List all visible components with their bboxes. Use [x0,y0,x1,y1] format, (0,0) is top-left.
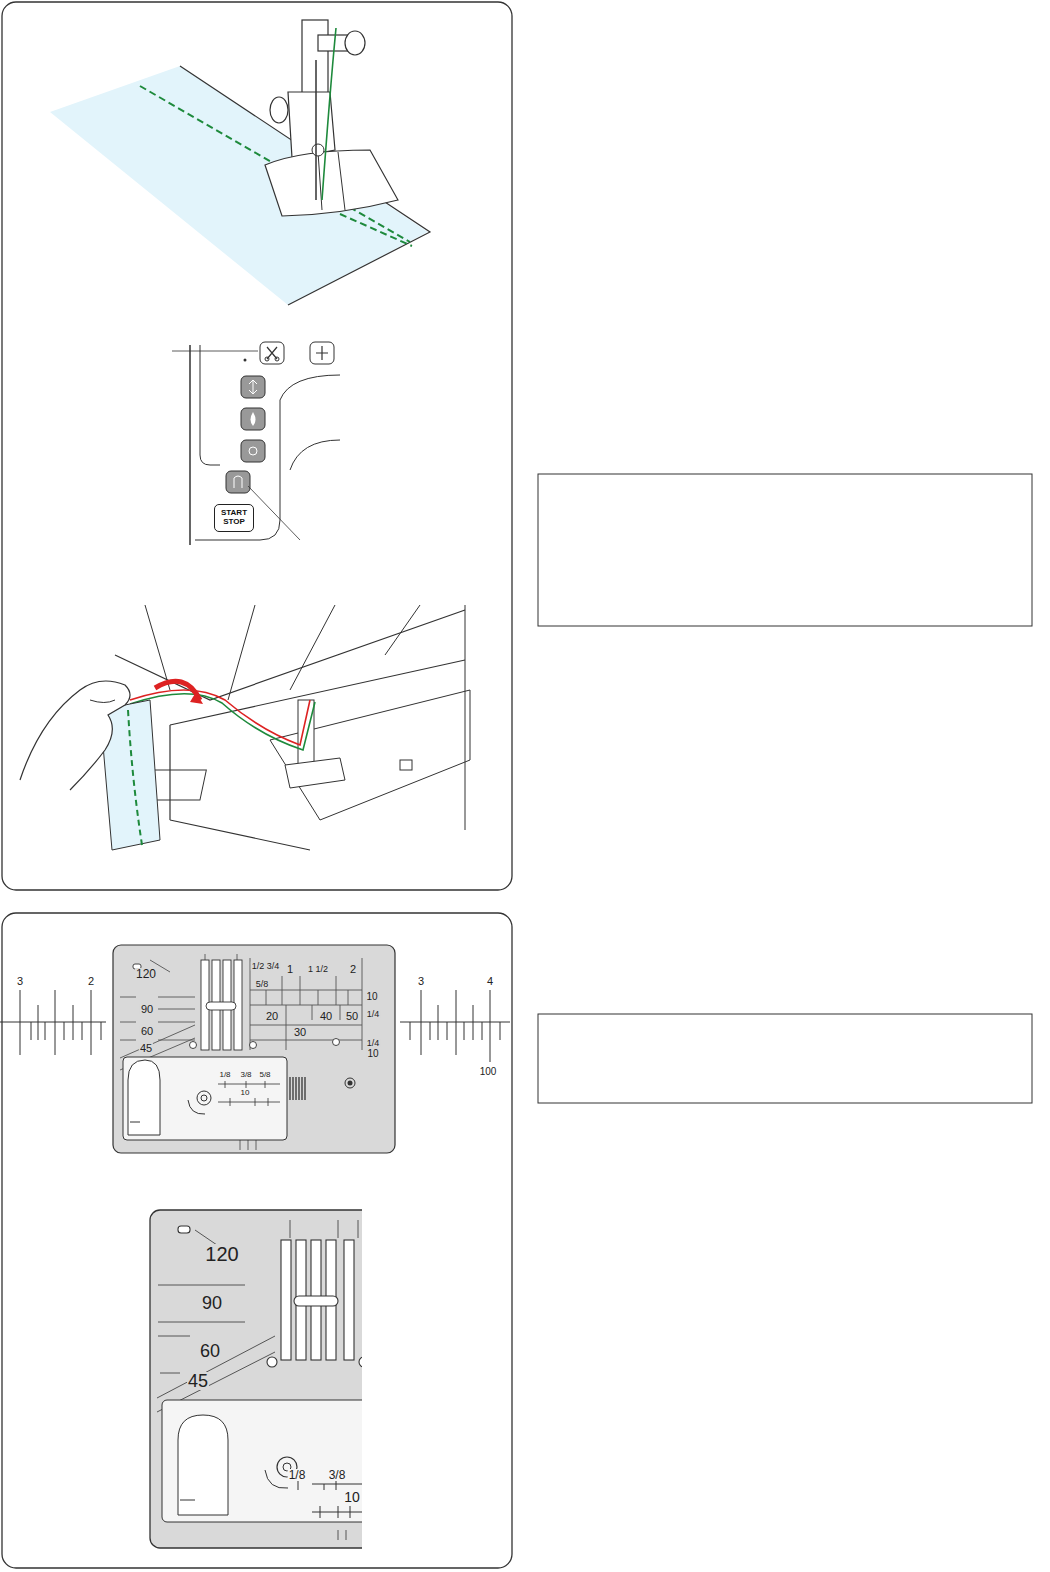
scale-label: 10 [366,1049,379,1059]
scale-label: 3/8 [328,1469,347,1481]
scale-label: 1 [286,964,294,975]
sewing-illustration [50,20,430,305]
scale-label: 1/8 [218,1071,231,1079]
scale-label: 2 [349,964,357,975]
scale-label: 1/4 [366,1039,381,1048]
panel-frame [2,913,512,1568]
scale-label: 45 [139,1043,153,1054]
scale-label: 20 [265,1011,279,1022]
start-stop-button: START STOP [214,504,254,532]
scale-label: 60 [140,1026,154,1037]
scale-label: 5/8 [255,980,270,989]
scale-label: 10 [343,1490,361,1504]
scale-label: 1/2 [251,962,266,971]
note-box [538,474,1032,626]
scale-label: 90 [140,1004,154,1015]
scale-label: 4 [486,976,494,987]
scale-label: 90 [201,1294,223,1312]
scale-label: 2 [87,976,95,987]
scale-label: 30 [293,1027,307,1038]
scale-label: 120 [204,1244,239,1264]
panel-frame [2,2,512,890]
scale-label: 1/4 [366,1010,381,1019]
scale-label: 3/4 [266,962,281,971]
thread-cutter-illustration [20,605,470,850]
scale-label: 10 [365,992,378,1002]
scale-label: 100 [479,1067,498,1077]
button-panel [172,342,340,545]
scale-label: 45 [187,1372,209,1390]
scale-label: 40 [319,1011,333,1022]
scale-label: 3/8 [239,1071,252,1079]
needle-plate [113,945,395,1153]
button-label: START STOP [219,509,249,527]
scale-label: 120 [135,968,157,980]
scale-label: 60 [199,1342,221,1360]
scale-label: 3 [417,976,425,987]
scale-label: 50 [345,1011,359,1022]
scale-label: 10 [240,1089,251,1097]
scale-label: 1 1/2 [307,965,329,974]
scale-label: 3 [16,976,24,987]
scale-label: 5/8 [258,1071,271,1079]
needle-plate-detail [150,1210,362,1548]
note-box [538,1014,1032,1103]
scale-label: 1/8 [288,1469,307,1481]
